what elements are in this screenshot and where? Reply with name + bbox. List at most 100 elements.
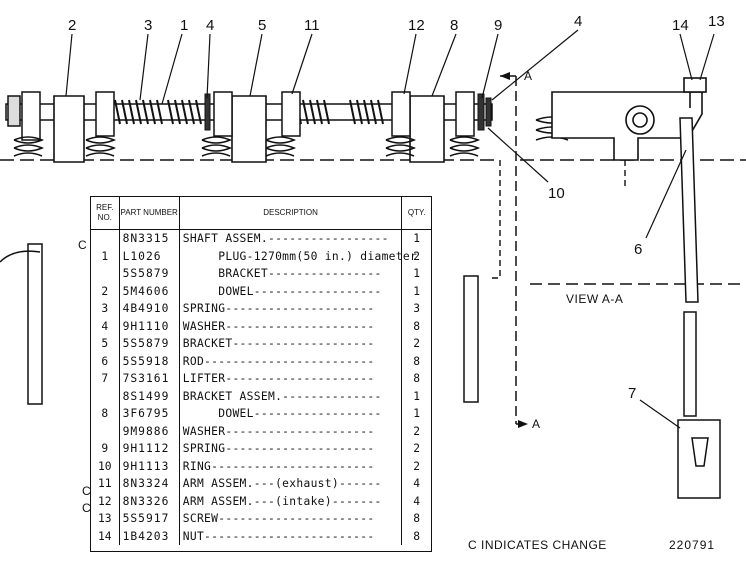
- part-number-cell: 8S1499: [119, 387, 180, 405]
- description-cell: LIFTER---------------------: [179, 370, 403, 388]
- qty-cell: 8: [413, 319, 421, 333]
- brackets: [53, 95, 445, 163]
- qty-cell: 4: [413, 494, 421, 508]
- description-cell: BRACKET ASSEM.--------------: [179, 387, 403, 405]
- table-row: 5S5879 BRACKET---------------- 1: [91, 265, 431, 283]
- description-cell: ARM ASSEM.---(exhaust)------: [179, 475, 403, 493]
- callout-4-right: 4: [574, 13, 582, 30]
- part-number-cell: 1B4203: [119, 527, 180, 545]
- table-header-row: REF. NO. PART NUMBER DESCRIPTION QTY.: [91, 197, 431, 230]
- description-cell: SPRING---------------------: [179, 300, 403, 318]
- qty-cell: 2: [413, 424, 421, 438]
- header-qty: QTY.: [401, 197, 431, 230]
- ref-cell: 4: [91, 317, 120, 335]
- callout-13: 13: [708, 13, 725, 30]
- callout-12: 12: [408, 17, 425, 34]
- ref-cell: 6: [91, 352, 120, 370]
- qty-cell: 2: [413, 459, 421, 473]
- change-marker: C: [82, 484, 91, 498]
- part-number-cell: 5S5879: [119, 335, 180, 353]
- callout-2: 2: [68, 17, 76, 34]
- ref-cell: 12: [91, 492, 120, 510]
- view-aa-rocker: [551, 77, 707, 161]
- part-number-cell: 8N3324: [119, 475, 180, 493]
- change-marker: C: [82, 501, 91, 515]
- callout-8: 8: [450, 17, 458, 34]
- description-cell: PLUG-1270mm(50 in.) diameter: [179, 247, 417, 265]
- callout-10: 10: [548, 185, 565, 202]
- rocker-arms: [21, 91, 475, 141]
- qty-cell: 1: [413, 267, 421, 281]
- part-number-cell: 5S5917: [119, 510, 180, 528]
- part-number-cell: 5S5918: [119, 352, 180, 370]
- description-cell: BRACKET--------------------: [179, 335, 403, 353]
- ref-cell: 5: [91, 335, 120, 353]
- view-aa-label: VIEW A-A: [566, 292, 624, 306]
- description-cell: BRACKET----------------: [179, 265, 403, 283]
- ref-cell: [91, 387, 120, 405]
- section-a-top: A: [524, 69, 532, 83]
- ref-cell: 9: [91, 440, 120, 458]
- part-number-cell: 9H1110: [119, 317, 180, 335]
- part-number-cell: 8N3315: [119, 229, 180, 248]
- part-number-cell: 5M4606: [119, 282, 180, 300]
- ref-cell: 8: [91, 405, 120, 423]
- leader-lines: [65, 29, 715, 429]
- ref-cell: 14: [91, 527, 120, 545]
- callout-14: 14: [672, 17, 689, 34]
- description-cell: WASHER---------------------: [179, 422, 403, 440]
- valve-springs: [13, 116, 571, 157]
- ref-cell: [91, 422, 120, 440]
- qty-cell: 3: [413, 302, 421, 316]
- callout-9: 9: [494, 17, 502, 34]
- part-number-cell: L1026: [119, 247, 180, 265]
- part-number-cell: 8N3326: [119, 492, 180, 510]
- ref-cell: 7: [91, 370, 120, 388]
- callout-4: 4: [206, 17, 214, 34]
- qty-cell: 4: [413, 477, 421, 491]
- ref-cell: 2: [91, 282, 120, 300]
- part-number-cell: 9H1113: [119, 457, 180, 475]
- callout-7: 7: [628, 385, 636, 402]
- ref-cell: 13: [91, 510, 120, 528]
- description-cell: WASHER---------------------: [179, 317, 403, 335]
- qty-cell: 2: [413, 442, 421, 456]
- qty-cell: 1: [413, 284, 421, 298]
- header-ref: REF. NO.: [91, 197, 120, 230]
- qty-cell: 2: [413, 337, 421, 351]
- header-part-number: PART NUMBER: [119, 197, 180, 230]
- qty-cell: 8: [413, 354, 421, 368]
- description-cell: SCREW----------------------: [179, 510, 403, 528]
- change-note: C INDICATES CHANGE: [468, 538, 607, 552]
- part-number-cell: 5S5879: [119, 265, 180, 283]
- change-marker: C: [78, 238, 87, 252]
- description-cell: NUT------------------------: [179, 527, 403, 545]
- section-a-bottom: A: [532, 417, 540, 431]
- part-number-cell: 3F6795: [119, 405, 180, 423]
- part-number-cell: 4B4910: [119, 300, 180, 318]
- qty-cell: 1: [413, 232, 421, 246]
- ref-cell: 10: [91, 457, 120, 475]
- qty-cell: 2: [413, 249, 421, 263]
- description-cell: SPRING---------------------: [179, 440, 403, 458]
- section-line: [500, 75, 524, 425]
- header-description: DESCRIPTION: [179, 197, 403, 230]
- description-cell: DOWEL------------------: [179, 282, 403, 300]
